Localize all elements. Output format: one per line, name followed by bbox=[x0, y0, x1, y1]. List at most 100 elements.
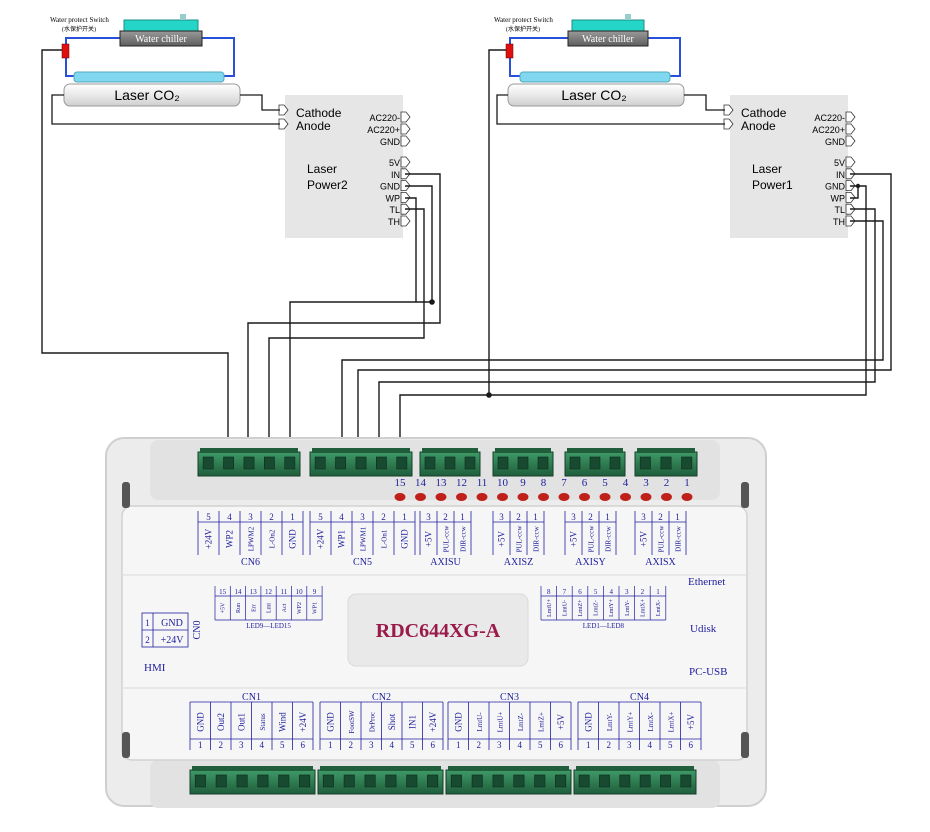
led-number: 6 bbox=[582, 477, 588, 489]
connector-screw bbox=[343, 774, 355, 788]
pin-name: Act bbox=[282, 603, 288, 612]
status-led-icon bbox=[456, 493, 467, 501]
pin-number: 3 bbox=[497, 740, 502, 750]
connector-ledge bbox=[320, 766, 441, 771]
pin-name: Out1 bbox=[236, 713, 246, 731]
water-hose bbox=[509, 50, 520, 77]
pin-name: GND bbox=[453, 712, 463, 732]
connector-ledge bbox=[448, 766, 569, 771]
connector-ledge bbox=[567, 448, 623, 453]
connector-screw bbox=[236, 774, 248, 788]
board-side-slot bbox=[741, 482, 749, 508]
connector-ledge bbox=[637, 448, 695, 453]
connector-screw bbox=[609, 456, 621, 470]
connector-screw bbox=[619, 774, 631, 788]
water-protect-switch bbox=[505, 43, 514, 59]
psu-ac-pin-label: AC220+ bbox=[367, 125, 400, 135]
pin-name: LmtY- bbox=[606, 712, 614, 731]
connector-screw bbox=[299, 774, 311, 788]
wire-junction bbox=[486, 392, 492, 398]
pin-number: 1 bbox=[460, 512, 465, 522]
led-number: 1 bbox=[684, 477, 690, 489]
pin-number: 1 bbox=[586, 740, 591, 750]
axisx-terminal[interactable] bbox=[634, 448, 698, 477]
status-led-icon bbox=[558, 493, 570, 501]
connector-body bbox=[445, 769, 572, 795]
connector-screw bbox=[450, 774, 462, 788]
pin-number: 6 bbox=[559, 740, 564, 750]
pin-number: 3 bbox=[426, 512, 431, 522]
led-number: 9 bbox=[520, 477, 526, 489]
pin-number: 3 bbox=[625, 588, 629, 596]
cn5-terminal[interactable] bbox=[309, 448, 413, 477]
pin-number: 2 bbox=[269, 512, 274, 522]
board-side-slot bbox=[122, 732, 130, 758]
pin-name: +5V bbox=[424, 530, 434, 547]
cn3-terminal[interactable] bbox=[445, 766, 572, 795]
pin-number: 2 bbox=[477, 740, 482, 750]
pin-name: DIR-ccw bbox=[605, 525, 613, 552]
status-led-icon bbox=[620, 493, 631, 501]
led-number: 12 bbox=[456, 477, 467, 489]
pin-terminal-icon bbox=[278, 104, 289, 116]
psu-signal-pin-label: 5V bbox=[389, 158, 400, 168]
axisu-terminal[interactable] bbox=[419, 448, 481, 477]
pin-name: PUL-ccw bbox=[516, 525, 524, 553]
status-led-icon bbox=[394, 493, 406, 501]
pin-number: 5 bbox=[280, 740, 285, 750]
wire-wp-psu1 bbox=[850, 186, 859, 199]
pin-terminal-icon bbox=[400, 215, 411, 227]
connector-label: CN3 bbox=[500, 692, 519, 703]
led-number: 2 bbox=[664, 477, 670, 489]
pin-number: 2 bbox=[349, 740, 354, 750]
axisz-terminal[interactable] bbox=[492, 448, 554, 477]
status-led-icon bbox=[681, 493, 693, 501]
pin-number: 9 bbox=[313, 588, 317, 596]
cn4-terminal[interactable] bbox=[573, 766, 697, 795]
water-switch-label: Water protect Switch bbox=[494, 16, 553, 24]
pin-name: WP1 bbox=[312, 602, 318, 614]
axisy-terminal[interactable] bbox=[564, 448, 626, 477]
psu-cathode: Cathode bbox=[741, 106, 787, 120]
pin-name: PUL-ccw bbox=[658, 525, 666, 553]
status-led-icon bbox=[415, 493, 426, 501]
psu-title: Laser bbox=[307, 162, 337, 176]
cn2-terminal[interactable] bbox=[317, 766, 444, 795]
pin-name: PUL-ccw bbox=[588, 525, 596, 553]
pin-name: WP2 bbox=[225, 530, 235, 548]
pin-name: GND bbox=[583, 712, 593, 732]
cn6-terminal[interactable] bbox=[197, 448, 301, 477]
connector-screw bbox=[513, 774, 525, 788]
pin-terminal-icon bbox=[845, 135, 856, 147]
psu-signal-pin-label: 5V bbox=[834, 158, 845, 168]
board-side-slot bbox=[122, 482, 130, 508]
pin-number: 1 bbox=[145, 618, 150, 628]
connector-ledge bbox=[192, 766, 313, 771]
connector-ledge bbox=[200, 448, 298, 453]
water-switch-label-cn: (水保护开关) bbox=[62, 25, 96, 33]
laser-unit-1: Water protect Switch (水保护开关) Water chill… bbox=[494, 14, 856, 238]
pin-number: 5 bbox=[318, 512, 323, 522]
pin-name: LmtU- bbox=[476, 712, 484, 732]
pin-terminal-icon bbox=[845, 111, 856, 123]
pin-number: 2 bbox=[641, 588, 645, 596]
hv-wire bbox=[240, 94, 280, 111]
laser-power-supply bbox=[285, 95, 403, 238]
pin-name: +5V bbox=[686, 713, 696, 730]
pin-number: 3 bbox=[369, 740, 374, 750]
pin-number: 3 bbox=[248, 512, 253, 522]
pin-name: L-On1 bbox=[381, 529, 389, 548]
pin-name: LmtU- bbox=[562, 600, 568, 616]
connector-screw bbox=[406, 774, 418, 788]
cn1-terminal[interactable] bbox=[189, 766, 316, 795]
pin-number: 3 bbox=[360, 512, 365, 522]
connector-screw bbox=[243, 456, 255, 470]
